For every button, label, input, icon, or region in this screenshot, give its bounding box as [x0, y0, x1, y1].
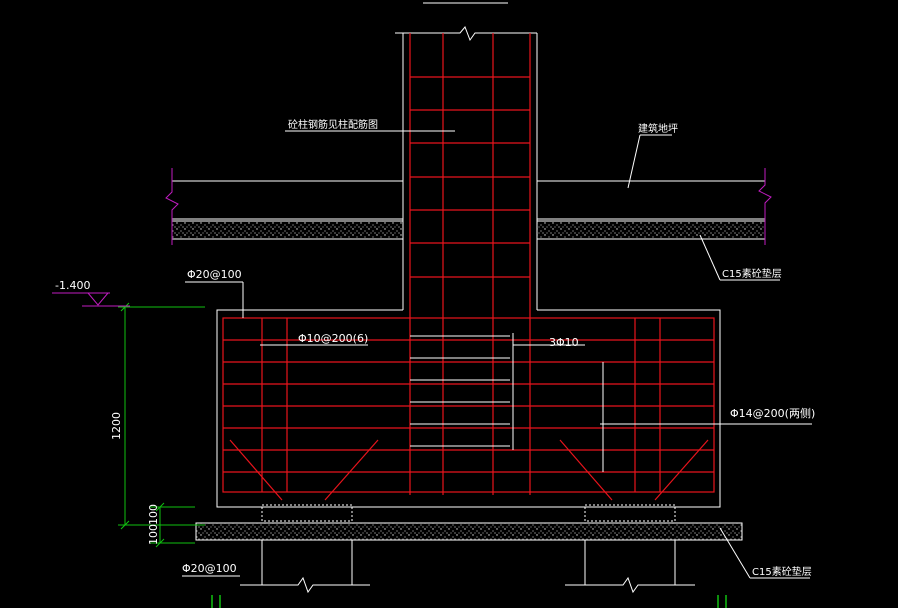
cushion-layer-right — [536, 220, 766, 240]
stirrup-label: Φ10@200(6) — [298, 332, 368, 345]
footing-outline — [216, 309, 721, 508]
bottom-green-marks — [211, 595, 727, 608]
bottom-cushion-layer — [195, 522, 743, 541]
dimension-height-layer2: 100 — [147, 524, 160, 545]
leader-lines — [182, 130, 812, 579]
dimension-height-layer1: 100 — [147, 504, 160, 525]
dimension-lines — [118, 302, 205, 548]
floor-slab-label: 建筑地坪 — [638, 122, 678, 135]
cushion-layer-left — [171, 220, 404, 240]
cushion-upper-label: C15素砼垫层 — [722, 267, 782, 280]
footing-rebar — [222, 317, 715, 501]
column-outline — [395, 26, 538, 310]
footing-inner-stirrups — [410, 335, 510, 447]
bottom-rebar-label: Φ20@100 — [182, 562, 237, 575]
break-line-left — [165, 168, 179, 245]
column-rebar — [409, 33, 531, 495]
break-line-right — [758, 168, 772, 245]
dimension-height-main: 1200 — [110, 412, 123, 440]
pile-right — [565, 504, 695, 594]
column-rebar-note-label: 砼柱钢筋见柱配筋图 — [288, 118, 378, 131]
pile-left — [240, 504, 370, 594]
cushion-lower-label: C15素砼垫层 — [752, 565, 812, 578]
floor-slab — [172, 180, 765, 220]
top-rebar-label: Φ20@100 — [187, 268, 242, 281]
elevation-label: -1.400 — [55, 279, 90, 292]
beam-bars-label: 3Φ10 — [549, 336, 579, 349]
elevation-marker — [52, 292, 130, 307]
side-bars-label: Φ14@200(两侧) — [730, 407, 815, 420]
